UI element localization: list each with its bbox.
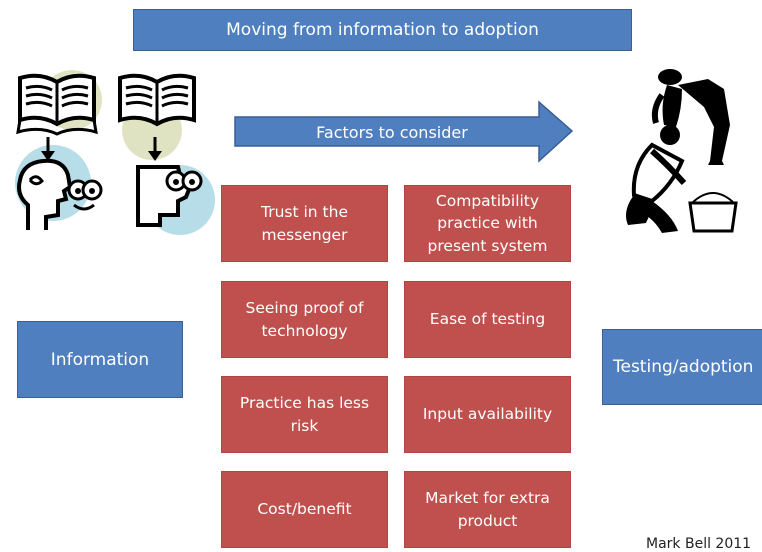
factor-box-market: Market for extra product bbox=[404, 471, 571, 548]
factor-box-input-availability: Input availability bbox=[404, 376, 571, 453]
factor-box-risk: Practice has less risk bbox=[221, 376, 388, 453]
factor-label: Seeing proof of technology bbox=[245, 299, 364, 340]
head-icon bbox=[15, 137, 103, 230]
factor-box-compatibility: Compatibility practice with present syst… bbox=[404, 185, 571, 262]
title-text: Moving from information to adoption bbox=[226, 20, 539, 40]
factor-box-trust: Trust in the messenger bbox=[221, 185, 388, 262]
factor-label: Practice has less risk bbox=[239, 394, 370, 435]
arrow-label: Factors to consider bbox=[316, 123, 468, 142]
factor-box-cost-benefit: Cost/benefit bbox=[221, 471, 388, 548]
factor-label: Trust in the messenger bbox=[261, 203, 348, 244]
information-box: Information bbox=[17, 321, 183, 398]
factor-label: Market for extra product bbox=[425, 489, 550, 530]
factor-label: Cost/benefit bbox=[257, 500, 352, 519]
factor-label: Compatibility practice with present syst… bbox=[427, 191, 548, 255]
factor-label: Input availability bbox=[422, 405, 553, 424]
author-credit: Mark Bell 2011 bbox=[646, 536, 752, 552]
factor-label: Ease of testing bbox=[429, 310, 546, 329]
book-icon bbox=[16, 70, 102, 136]
factor-box-proof: Seeing proof of technology bbox=[221, 281, 388, 358]
testing-adoption-box: Testing/adoption bbox=[602, 329, 762, 405]
book-icon bbox=[118, 73, 196, 160]
farmers-icon bbox=[626, 69, 738, 233]
testing-adoption-label: Testing/adoption bbox=[613, 357, 754, 377]
information-label: Information bbox=[50, 349, 150, 370]
title-banner: Moving from information to adoption bbox=[133, 9, 632, 51]
factors-arrow: Factors to consider bbox=[234, 100, 574, 163]
face-icon bbox=[136, 137, 215, 235]
factor-box-ease-of-testing: Ease of testing bbox=[404, 281, 571, 358]
